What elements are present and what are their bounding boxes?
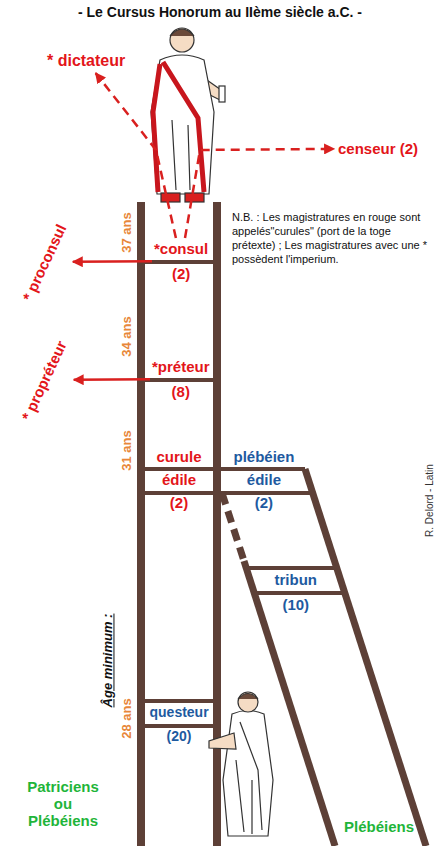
magistrature-name: curule [157,448,202,465]
ladder-rail [137,202,145,846]
main-ladder [137,202,221,846]
magistrature-name: *consul [154,240,208,257]
ladder-rung [145,260,213,264]
magistrature-name: édile [162,471,196,488]
seat-count: (8) [172,383,190,400]
figure-hair [170,29,194,36]
magistrature-name: * dictateur [47,52,125,70]
toga [223,711,273,837]
career-arrow [74,378,150,381]
minimum-age: 34 ans [119,316,134,356]
career-arrow [96,73,176,238]
toga-fold [172,120,190,190]
scroll [219,86,225,102]
dictator-label: * dictateur [47,52,125,70]
red-shoe [161,193,180,202]
ladder-rail [213,202,221,846]
ladder-rung [145,724,213,728]
ladder-rung [255,591,345,595]
figure-head [170,28,194,52]
magistrature-name: * proconsul [19,221,69,303]
praetor-rung: *préteur (8) [152,358,210,400]
minimum-age: 28 ans [119,698,134,738]
curule-aedile-rung: curule édile (2) [157,448,202,511]
ladder-rung [247,566,337,570]
toga-fold [236,722,262,834]
ladder-rung [221,467,305,471]
seat-count: (2) [170,494,188,511]
toga-border [153,64,160,192]
credit: R. Delord - Latin [423,464,434,537]
class-label: Patriciens ou Plébéiens [18,778,108,829]
seat-count: (20) [167,728,192,744]
ladder-rung [145,467,213,471]
career-arrow [185,149,334,238]
broken-rail [222,493,244,561]
ladder-rung [145,378,213,382]
seat-count: (10) [282,596,309,613]
pointing-arm [209,733,236,749]
magistrature-name: plébéien [234,448,295,465]
career-arrow [73,260,152,263]
magistrature-name: tribun [275,571,318,588]
magistrature-name: édile [247,471,281,488]
proconsul-label: * proconsul [19,221,69,303]
class-label: Plébéiens [344,818,414,835]
seat-count: (2) [172,265,190,282]
magistrature-name: *préteur [152,358,210,375]
magistrature-name: censeur (2) [338,140,418,157]
plebeian-ladder [221,469,426,846]
red-shoe [185,193,204,202]
propraetor-label: * propréteur [18,338,70,423]
plebeian-aedile-rung: plébéien édile (2) [234,448,295,511]
censor-label: censeur (2) [338,140,418,157]
consul-rung: *consul (2) [154,240,208,282]
magistrature-name: questeur [150,704,209,720]
ladder-rail [305,469,426,846]
minimum-age: 31 ans [119,430,134,470]
magistrature-name: * propréteur [18,338,70,423]
ladder-rung [145,699,213,703]
figure-head [238,692,258,712]
toga-border [163,62,204,192]
seat-count: (2) [255,494,273,511]
diagram-title: - Le Cursus Honorum au IIème siècle a.C.… [78,4,362,20]
note: N.B. : Les magistratures en rouge sont a… [232,210,437,266]
axis-title: Âge minimum : [100,613,115,707]
minimum-age: 37 ans [119,212,134,252]
tribune-rung: tribun (10) [275,571,318,613]
quaestor-figure [209,692,273,836]
figure-hair [238,694,258,700]
quaestor-rung: questeur (20) [150,704,209,744]
